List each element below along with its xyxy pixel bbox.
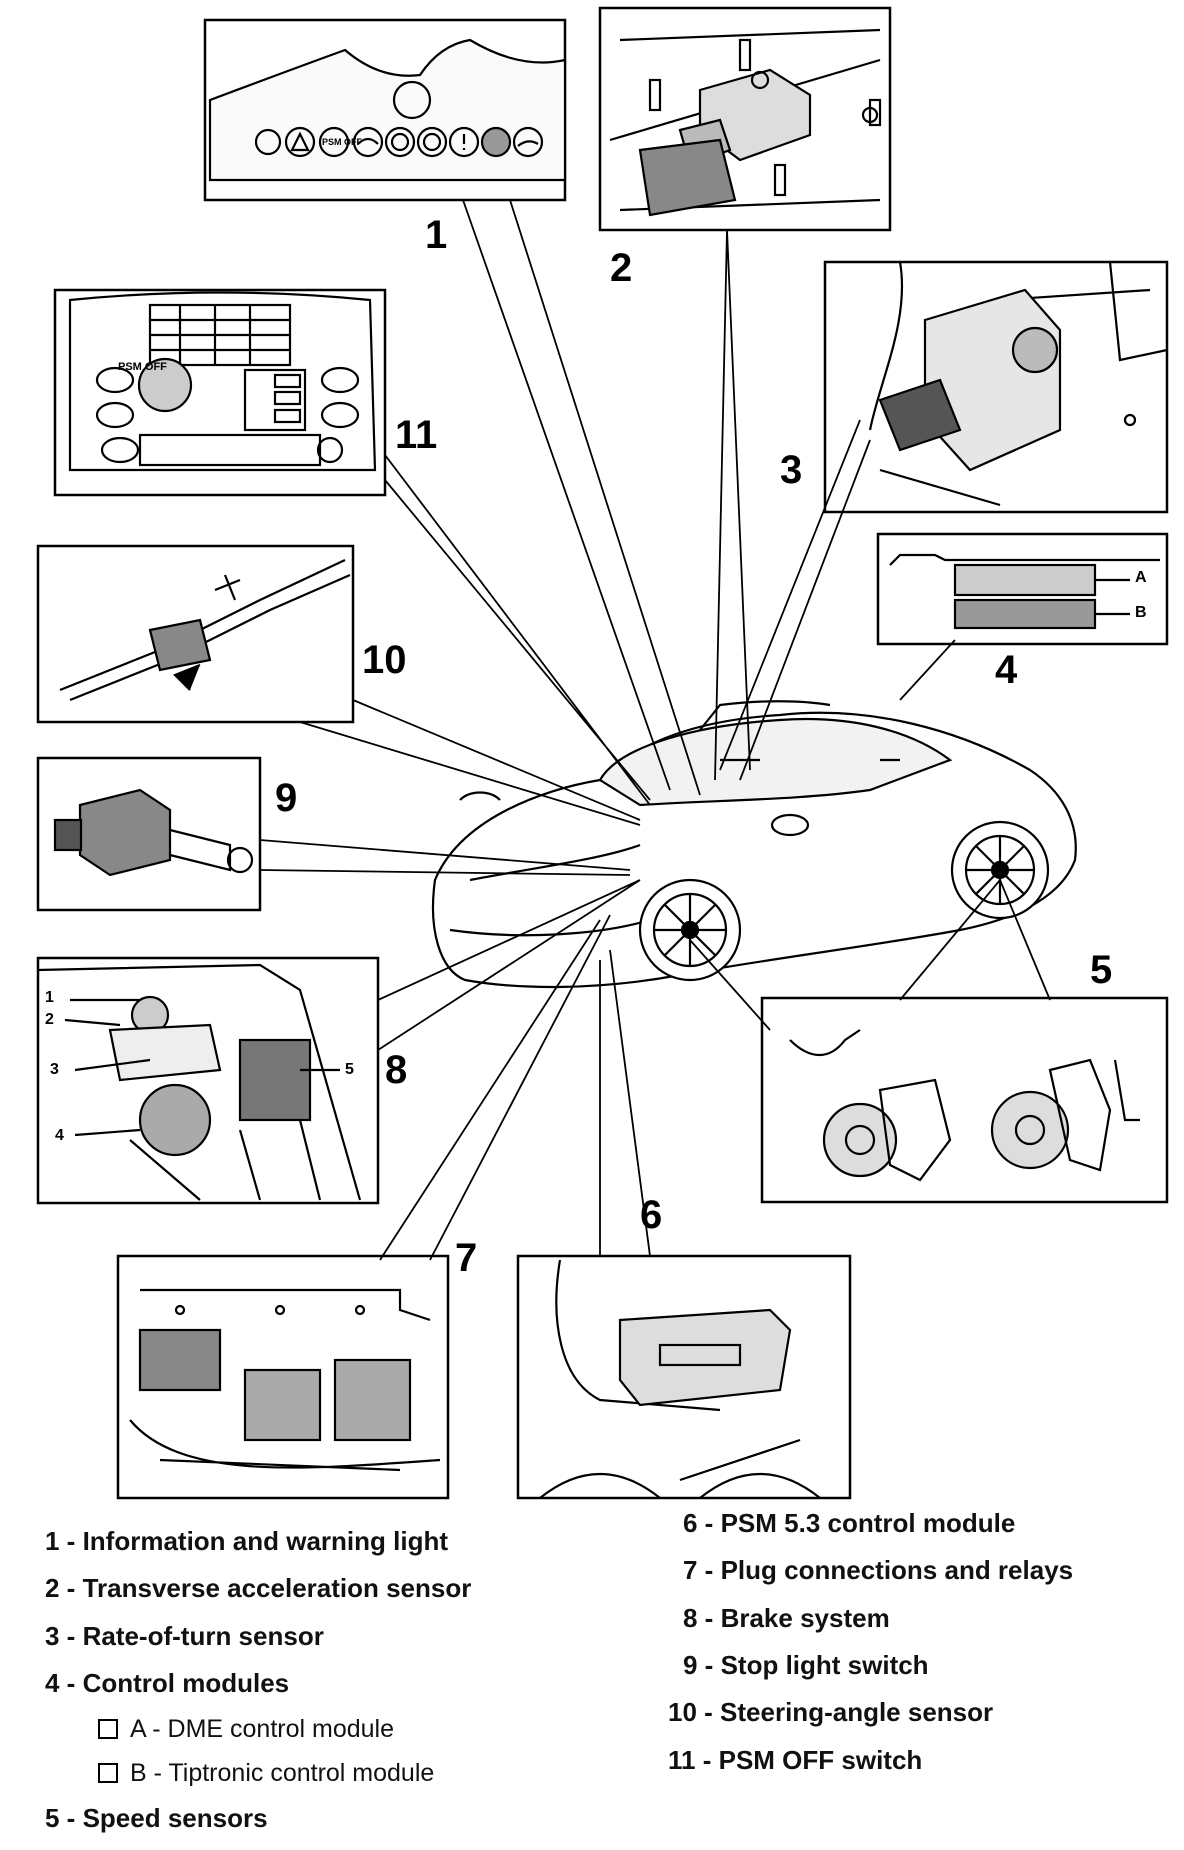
panel-speed-sensors	[760, 996, 1169, 1204]
panel-plug-connections	[116, 1254, 450, 1500]
panel-rate-of-turn-sensor	[823, 260, 1169, 514]
legend-item-6: 6 - PSM 5.3 control module	[683, 1508, 1016, 1538]
diagram-canvas	[36, 6, 1169, 1500]
legend-subitem-a: A - DME control module	[98, 1715, 394, 1744]
checkbox-icon	[98, 1763, 118, 1783]
brake-label-5: 5	[345, 1061, 354, 1078]
legend-item-11: 11 - PSM OFF switch	[668, 1745, 923, 1775]
panel-psm-control-module	[516, 1254, 852, 1500]
callout-3: 3	[780, 448, 803, 492]
brake-label-1: 1	[45, 989, 54, 1006]
legend-item-7: 7 - Plug connections and relays	[683, 1555, 1074, 1585]
brake-label-3: 3	[50, 1061, 59, 1078]
legend-item-10: 10 - Steering-angle sensor	[668, 1697, 994, 1727]
panel-brake-system	[36, 956, 380, 1205]
panel-steering-angle-sensor	[36, 544, 355, 724]
brake-label-2: 2	[45, 1011, 54, 1028]
panel-psm-off-switch	[53, 288, 387, 497]
legend-item-9: 9 - Stop light switch	[683, 1650, 929, 1680]
legend-item-2: 2 - Transverse acceleration sensor	[45, 1573, 472, 1603]
panel-acceleration-sensor	[598, 6, 892, 232]
psm-component-diagram: PSM OFF PSM OFF A B 1 2 3 4 5 1 2 3 4 5 …	[36, 6, 1169, 1500]
callout-8: 8	[385, 1048, 408, 1092]
callout-11: 11	[395, 413, 438, 457]
panel-control-modules	[876, 532, 1169, 646]
checkbox-icon	[98, 1719, 118, 1739]
callout-4: 4	[995, 648, 1018, 692]
panel-stop-light-switch	[36, 756, 262, 912]
callout-2: 2	[610, 246, 633, 290]
brake-label-4: 4	[55, 1127, 64, 1144]
psm-off-switch-label: PSM OFF	[118, 361, 167, 373]
callout-6: 6	[640, 1193, 663, 1237]
callout-5: 5	[1090, 948, 1113, 992]
legend-item-8: 8 - Brake system	[683, 1603, 890, 1633]
legend-item-1: 1 - Information and warning light	[45, 1526, 448, 1556]
legend-item-4: 4 - Control modules	[45, 1668, 290, 1698]
control-module-b-label: B	[1135, 604, 1147, 621]
callout-7: 7	[455, 1236, 478, 1280]
callout-9: 9	[275, 776, 298, 820]
callout-10: 10	[362, 638, 407, 682]
legend-subitem-b: B - Tiptronic control module	[98, 1759, 434, 1788]
control-module-a-label: A	[1135, 569, 1147, 586]
legend-item-5: 5 - Speed sensors	[45, 1803, 268, 1833]
legend-item-3: 3 - Rate-of-turn sensor	[45, 1621, 324, 1651]
callout-1: 1	[425, 213, 448, 257]
leader-lines	[259, 199, 1051, 1261]
warning-light-psm-label: PSM OFF	[322, 137, 362, 147]
panel-warning-lights	[203, 18, 567, 202]
car-illustration	[431, 700, 1077, 989]
